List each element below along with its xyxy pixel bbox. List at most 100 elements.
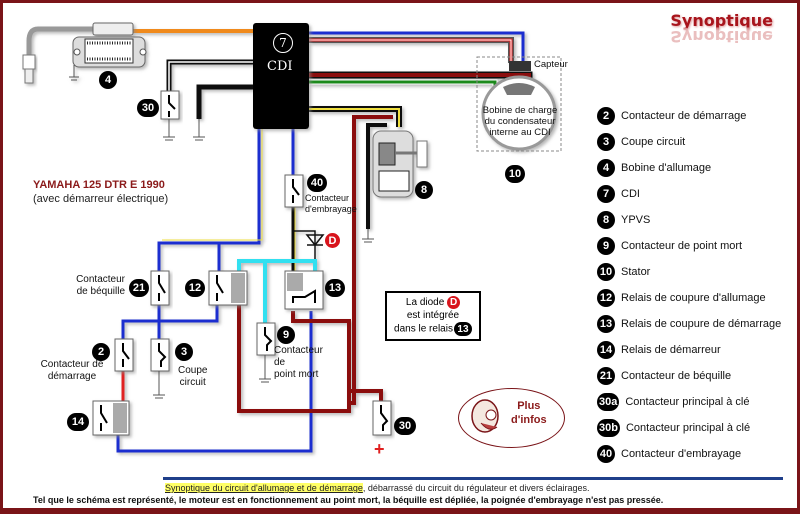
number-coupe: 3 — [175, 343, 193, 361]
legend-label: CDI — [621, 188, 640, 200]
brand-title: Synoptique — [670, 11, 773, 30]
legend-item: 12 Relais de coupure d'allumage — [597, 285, 797, 311]
legend-label: Contacteur principal à clé — [625, 422, 751, 434]
switch-40 — [284, 174, 304, 208]
number-stator: 10 — [505, 165, 525, 183]
legend-label: Contacteur d'embrayage — [621, 448, 742, 460]
wire-black-ypvs-ground — [366, 123, 387, 229]
wire-red-capteur — [309, 37, 514, 63]
switch-9 — [256, 322, 276, 356]
ignition-coil — [69, 22, 147, 81]
note-diode-marker: D — [447, 296, 461, 309]
legend-label: Relais de coupure d'allumage — [621, 292, 766, 304]
legend-number-badge: 2 — [597, 107, 615, 125]
legend-label: Contacteur de démarrage — [621, 110, 747, 122]
switch-2 — [114, 338, 134, 372]
wire-blue-bottom — [116, 311, 313, 453]
legend-number-badge: 12 — [597, 289, 615, 307]
legend-number-badge: 14 — [597, 341, 615, 359]
stator-box — [476, 56, 562, 152]
legend-number-badge: 21 — [597, 367, 615, 385]
relay-13 — [284, 270, 324, 310]
wire-black-ground — [196, 84, 253, 119]
footer-caption: Synoptique du circuit d'allumage et de d… — [165, 483, 590, 493]
legend-number-badge: 4 — [597, 159, 615, 177]
number-demarrage: 2 — [92, 343, 110, 361]
cdi-number: 7 — [273, 33, 293, 53]
wire-blue-yellow — [157, 129, 261, 271]
legend-number-badge: 30a — [597, 393, 620, 411]
legend-item: 10 Stator — [597, 259, 797, 285]
footer-divider — [163, 477, 783, 480]
charge-coil — [503, 83, 535, 95]
wire-darkred-loop2 — [291, 311, 349, 323]
label-contacteur-point-mort: Contacteur de point mort — [274, 345, 323, 380]
legend-label: Coupe circuit — [621, 136, 686, 148]
cdi-label: CDI — [267, 59, 293, 74]
legend-item: 14 Relais de démarreur — [597, 337, 797, 363]
note-relay-number: 13 — [453, 322, 472, 336]
wire-darkred-ypvs — [349, 115, 393, 405]
switch-30-bottom — [372, 400, 392, 436]
legend-number-badge: 8 — [597, 211, 615, 229]
wire-darkred-loop1 — [237, 305, 351, 413]
number-cle-top: 30 — [137, 99, 159, 117]
legend-label: Bobine d'allumage — [621, 162, 712, 174]
label-plus-terminal: + — [374, 439, 385, 459]
legend-number-badge: 10 — [597, 263, 615, 281]
diode-marker: D — [325, 233, 340, 248]
number-relais-demarreur: 14 — [67, 413, 89, 431]
relay-12 — [208, 270, 248, 306]
number-relais-allumage: 12 — [185, 279, 205, 297]
legend-item: 4 Bobine d'allumage — [597, 155, 797, 181]
cdi-box — [253, 23, 309, 129]
label-contacteur-embrayage: Contacteur d'embrayage — [305, 193, 357, 214]
legend-label: Contacteur de point mort — [621, 240, 743, 252]
spark-plug — [22, 54, 36, 84]
legend-label: YPVS — [621, 214, 651, 226]
legend-item: 30b Contacteur principal à clé — [597, 415, 797, 441]
legend-number-badge: 9 — [597, 237, 615, 255]
wire-cyan — [237, 259, 317, 323]
legend-number-badge: 30b — [597, 419, 620, 437]
footer-highlight: Synoptique du circuit d'allumage et de d… — [165, 483, 363, 493]
legend-number-badge: 13 — [597, 315, 615, 333]
wire-blue-capteur — [309, 31, 525, 61]
legend-label: Stator — [621, 266, 651, 278]
model-title: YAMAHA 125 DTR E 1990 — [33, 179, 165, 191]
legend-item: 9 Contacteur de point mort — [597, 233, 797, 259]
capteur-sensor — [509, 61, 531, 71]
label-stator: Bobine de charge du condensateur interne… — [482, 105, 558, 138]
number-cle-bottom: 30 — [394, 417, 416, 435]
wire-darkred-key — [349, 389, 383, 401]
footer-note: Tel que le schéma est représenté, le mot… — [33, 495, 664, 505]
legend-number-badge: 40 — [597, 445, 615, 463]
relay-14 — [92, 400, 130, 436]
wire-plug-lead — [26, 26, 95, 55]
label-contacteur-demarrage: Contacteur de démarrage — [40, 359, 104, 382]
switch-21 — [150, 270, 170, 306]
wire-blue-lower — [121, 305, 219, 339]
brand-title-reflection: Synoptique — [670, 27, 773, 46]
legend-label: Contacteur de béquille — [621, 370, 732, 382]
legend-item: 30a Contacteur principal à clé — [597, 389, 797, 415]
legend-item: 2 Contacteur de démarrage — [597, 103, 797, 129]
legend-item: 7 CDI — [597, 181, 797, 207]
number-bobine: 4 — [99, 71, 117, 89]
diode-symbol — [305, 234, 325, 247]
switch-3 — [150, 338, 170, 372]
ypvs-motor — [372, 130, 428, 198]
number-bequille: 21 — [129, 279, 149, 297]
legend-label: Contacteur principal à clé — [625, 396, 750, 408]
legend-item: 21 Contacteur de béquille — [597, 363, 797, 389]
legend-number-badge: 3 — [597, 133, 615, 151]
switch-30-top — [160, 90, 180, 120]
legend-label: Relais de démarreur — [621, 344, 721, 356]
legend-number-badge: 7 — [597, 185, 615, 203]
label-coupe-circuit: Coupe circuit — [178, 365, 208, 388]
number-relais-demarrage: 13 — [325, 279, 345, 297]
plus-infos-link[interactable]: Plus d'infos — [458, 388, 565, 448]
